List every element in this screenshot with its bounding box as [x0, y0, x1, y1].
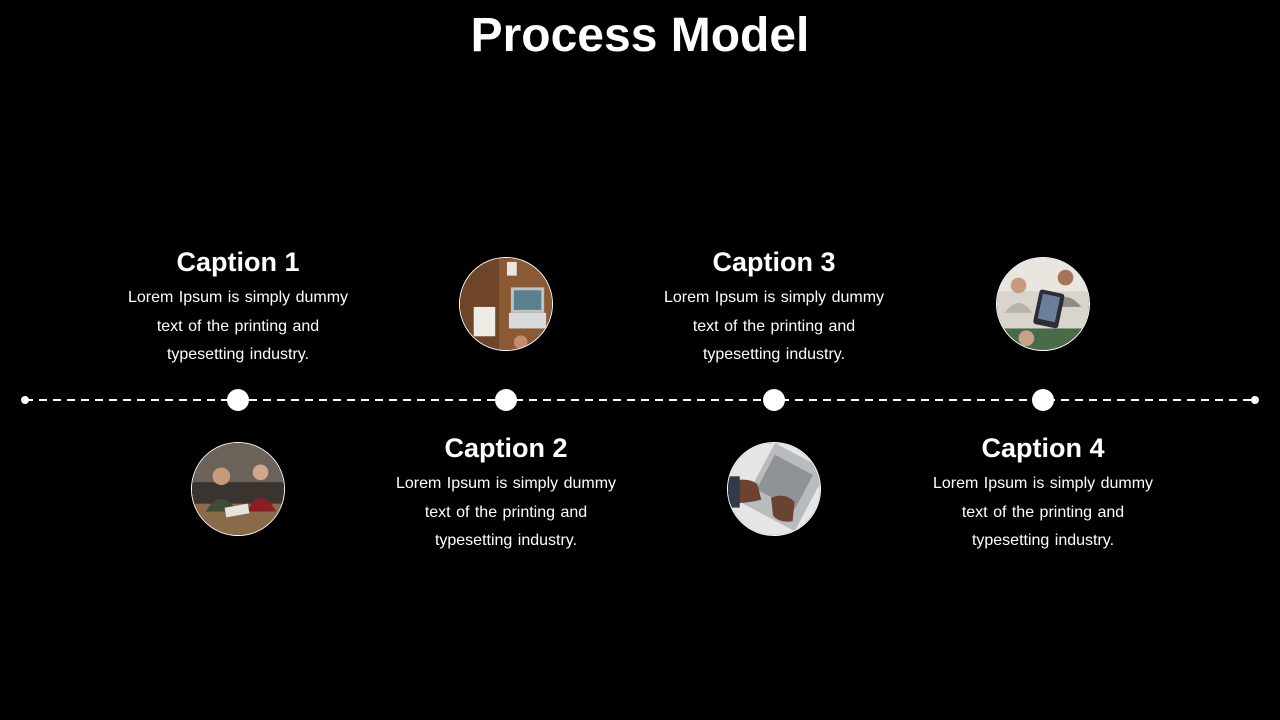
page-title: Process Model — [470, 9, 810, 62]
typing-laptop-photo-icon — [727, 442, 821, 536]
timeline-end-dot-right — [1251, 396, 1259, 404]
step-3-caption: Caption 3 — [712, 247, 836, 277]
step-2-caption: Caption 2 — [444, 433, 568, 463]
team-tablet-photo-icon — [996, 257, 1090, 351]
step-1-text: Lorem Ipsum is simply dummy text of the … — [127, 289, 349, 363]
people-meeting-photo-icon — [191, 442, 285, 536]
step-2-caption-block: Caption 2 Lorem Ipsum is simply dummy te… — [386, 432, 626, 556]
timeline-node-2 — [495, 389, 517, 411]
timeline-node-1 — [227, 389, 249, 411]
timeline-node-3 — [763, 389, 785, 411]
step-1-caption-block: Caption 1 Lorem Ipsum is simply dummy te… — [118, 246, 358, 370]
step-3-text: Lorem Ipsum is simply dummy text of the … — [663, 289, 885, 363]
step-4-caption-block: Caption 4 Lorem Ipsum is simply dummy te… — [923, 432, 1163, 556]
step-4-text: Lorem Ipsum is simply dummy text of the … — [932, 475, 1154, 549]
laptop-desk-topview-photo-icon — [459, 257, 553, 351]
step-3-caption-block: Caption 3 Lorem Ipsum is simply dummy te… — [654, 246, 894, 370]
step-1-caption: Caption 1 — [176, 247, 300, 277]
step-2-text: Lorem Ipsum is simply dummy text of the … — [395, 475, 617, 549]
timeline-end-dot-left — [21, 396, 29, 404]
timeline-node-4 — [1032, 389, 1054, 411]
step-4-caption: Caption 4 — [981, 433, 1105, 463]
